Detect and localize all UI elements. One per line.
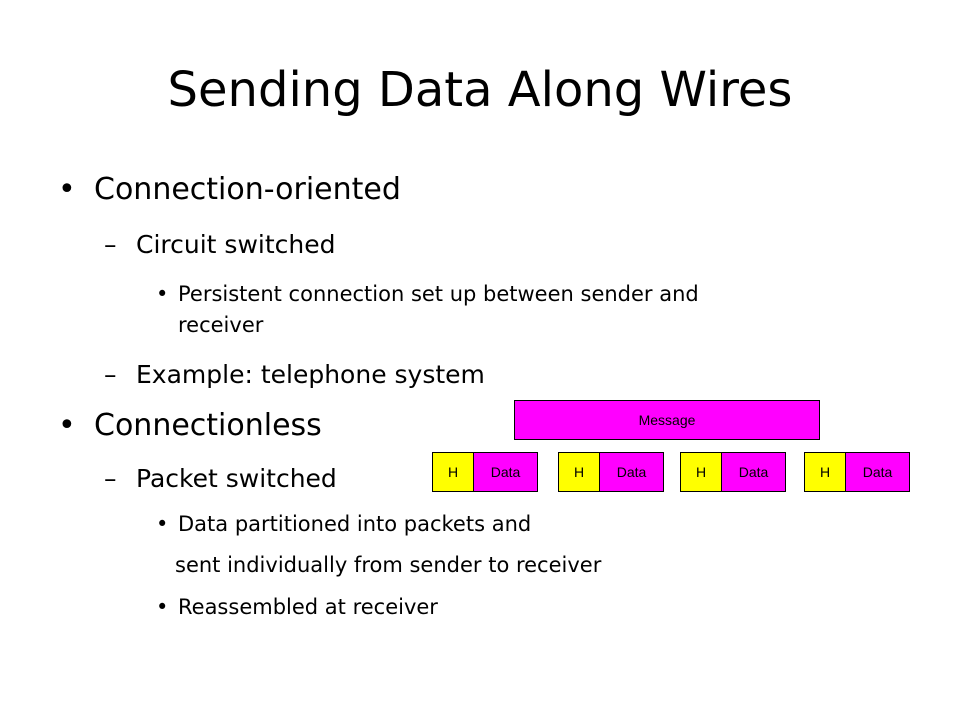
- packet-header: H: [433, 453, 474, 491]
- bullet-marker: •: [156, 595, 169, 619]
- bullet-text: Connectionless: [94, 408, 322, 443]
- packet: H Data: [432, 452, 538, 492]
- bullet-text: Reassembled at receiver: [178, 595, 438, 619]
- sub-sub-bullet-continuation: sent individually from sender to receive…: [175, 553, 601, 577]
- bullet-text: sent individually from sender to receive…: [175, 553, 602, 577]
- packet: H Data: [804, 452, 910, 492]
- packet-data: Data: [846, 453, 909, 491]
- packet-header: H: [559, 453, 600, 491]
- sub-sub-bullet-continuation: receiver: [178, 313, 263, 337]
- message-label: Message: [638, 412, 696, 428]
- slide-title: Sending Data Along Wires: [167, 62, 793, 118]
- bullet-text: Example: telephone system: [136, 360, 485, 389]
- dash-marker: –: [104, 360, 117, 389]
- packet-header: H: [805, 453, 846, 491]
- packet: H Data: [558, 452, 664, 492]
- bullet-marker: •: [156, 282, 169, 306]
- packet-header: H: [681, 453, 722, 491]
- packet: H Data: [680, 452, 786, 492]
- bullet-text: Persistent connection set up between sen…: [178, 282, 699, 306]
- dash-marker: –: [104, 230, 117, 259]
- bullet-text: receiver: [178, 313, 264, 337]
- bullet-marker: •: [156, 512, 169, 536]
- bullet-text: Data partitioned into packets and: [178, 512, 532, 536]
- bullet-text: Circuit switched: [136, 230, 336, 259]
- message-box: Message: [514, 400, 820, 440]
- bullet-text: Connection-oriented: [94, 172, 401, 207]
- packet-data: Data: [600, 453, 663, 491]
- packet-data: Data: [722, 453, 785, 491]
- bullet-marker: •: [58, 172, 76, 207]
- dash-marker: –: [104, 464, 117, 493]
- bullet-marker: •: [58, 408, 76, 443]
- bullet-text: Packet switched: [136, 464, 337, 493]
- packet-data: Data: [474, 453, 537, 491]
